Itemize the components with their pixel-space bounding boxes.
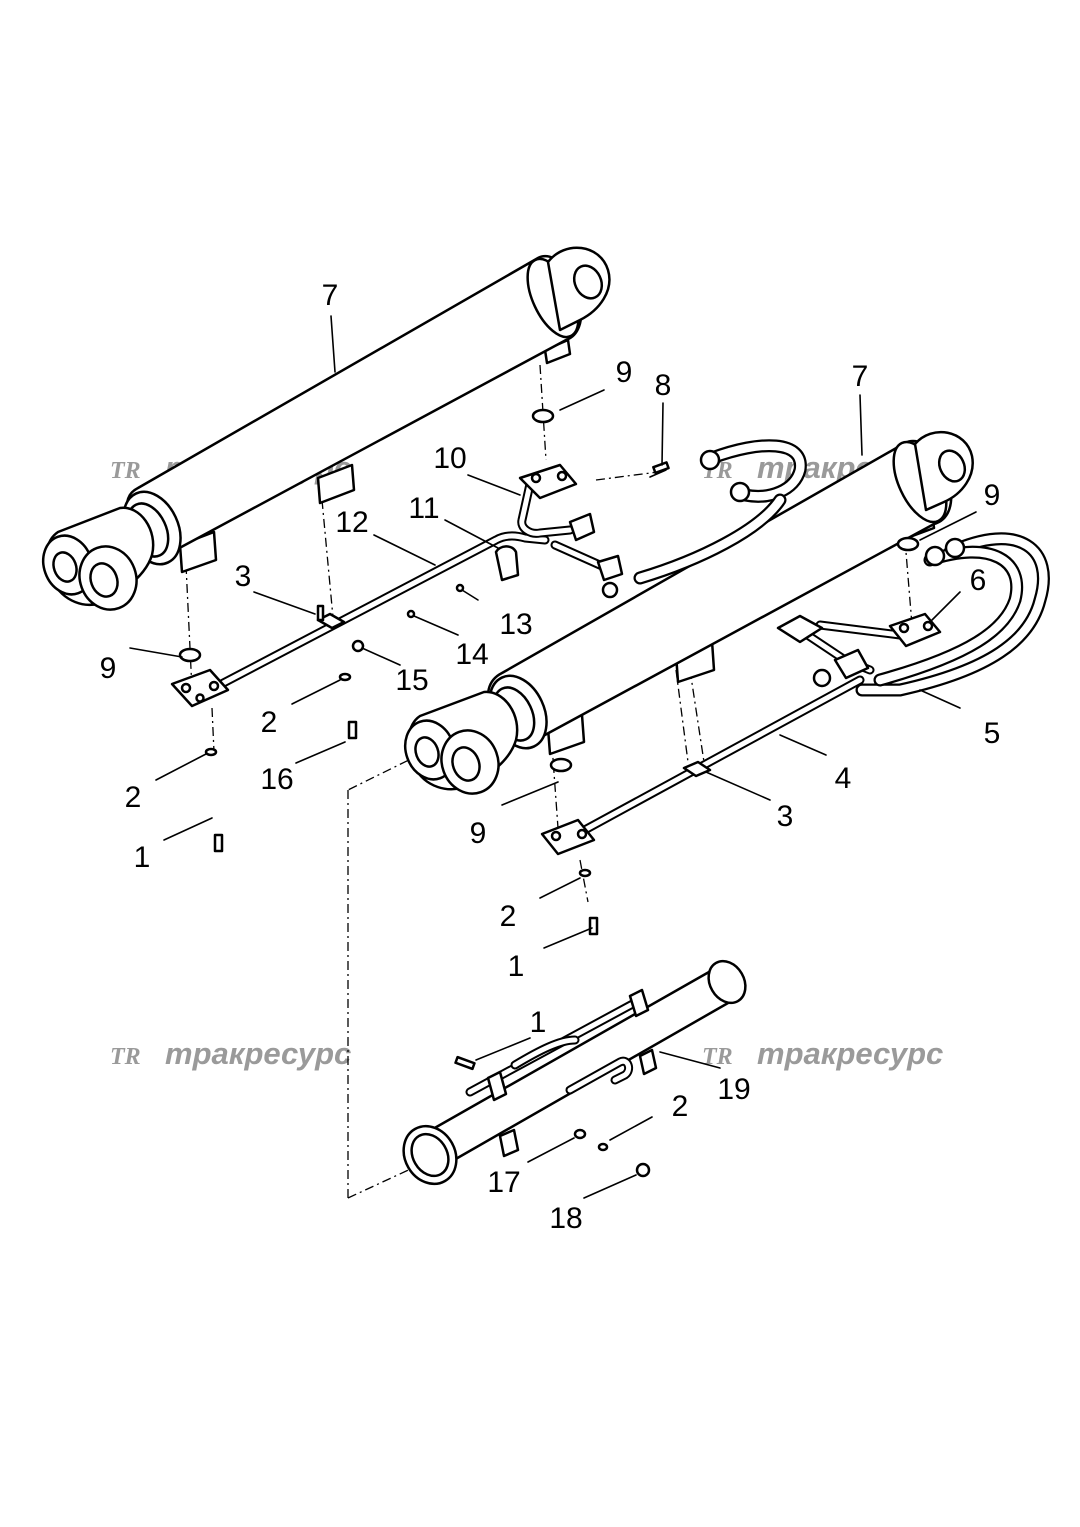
- callout-1-middle: 1: [508, 950, 525, 983]
- callout-13: 13: [499, 608, 532, 641]
- callout-2-left-upper: 2: [261, 706, 278, 739]
- pipe-assembly-right: [540, 532, 1050, 856]
- protective-tube-bottom: [402, 959, 747, 1186]
- callout-9-left: 9: [100, 652, 117, 685]
- pipe-middle-10: [517, 463, 624, 599]
- callout-12: 12: [335, 506, 368, 539]
- callout-16: 16: [260, 763, 293, 796]
- callout-18: 18: [549, 1202, 582, 1235]
- callout-9-top: 9: [616, 356, 633, 389]
- small-parts: [178, 408, 920, 936]
- svg-text:TR: TR: [110, 1044, 141, 1070]
- callout-11: 11: [408, 492, 439, 525]
- svg-text:тракресурс: тракресурс: [165, 1036, 351, 1071]
- watermark-bottom-left: TR тракресурс: [110, 1036, 351, 1071]
- hydraulic-cylinder-left: [41, 246, 611, 611]
- callout-2-middle: 2: [500, 900, 517, 933]
- callout-1-left: 1: [134, 841, 151, 874]
- pipe-left-12: [170, 531, 550, 708]
- svg-text:TR: TR: [702, 1044, 733, 1070]
- callout-3-right: 3: [777, 800, 794, 833]
- callout-1-bottom: 1: [530, 1006, 547, 1039]
- callout-19: 19: [717, 1073, 750, 1106]
- callout-14: 14: [455, 638, 488, 671]
- callout-8: 8: [655, 369, 672, 402]
- leader-lines: [129, 315, 977, 1199]
- callout-4: 4: [835, 762, 852, 795]
- callout-10: 10: [433, 442, 466, 475]
- callout-3-left: 3: [235, 560, 252, 593]
- callout-9-lower: 9: [470, 817, 487, 850]
- svg-text:тракресурс: тракресурс: [757, 1036, 943, 1071]
- assembly-center-lines: [185, 364, 913, 1199]
- callout-15: 15: [395, 664, 428, 697]
- callout-6: 6: [970, 564, 987, 597]
- callout-7-right: 7: [852, 360, 869, 393]
- callout-2-bottom: 2: [672, 1090, 689, 1123]
- hydraulic-cylinder-right: [403, 430, 974, 795]
- svg-text:TR: TR: [110, 458, 141, 484]
- callout-7-left: 7: [322, 279, 339, 312]
- watermark-bottom-right: TR тракресурс: [702, 1036, 943, 1071]
- hoses-top: [633, 439, 807, 585]
- callout-9-right: 9: [984, 479, 1001, 512]
- callout-5: 5: [984, 717, 1001, 750]
- callout-2-left-lower: 2: [125, 781, 142, 814]
- callout-17: 17: [487, 1166, 520, 1199]
- callout-labels: 7 7 9 8 10 9 11 12 3 6 13 14 9 15 2 5 16…: [100, 279, 1001, 1235]
